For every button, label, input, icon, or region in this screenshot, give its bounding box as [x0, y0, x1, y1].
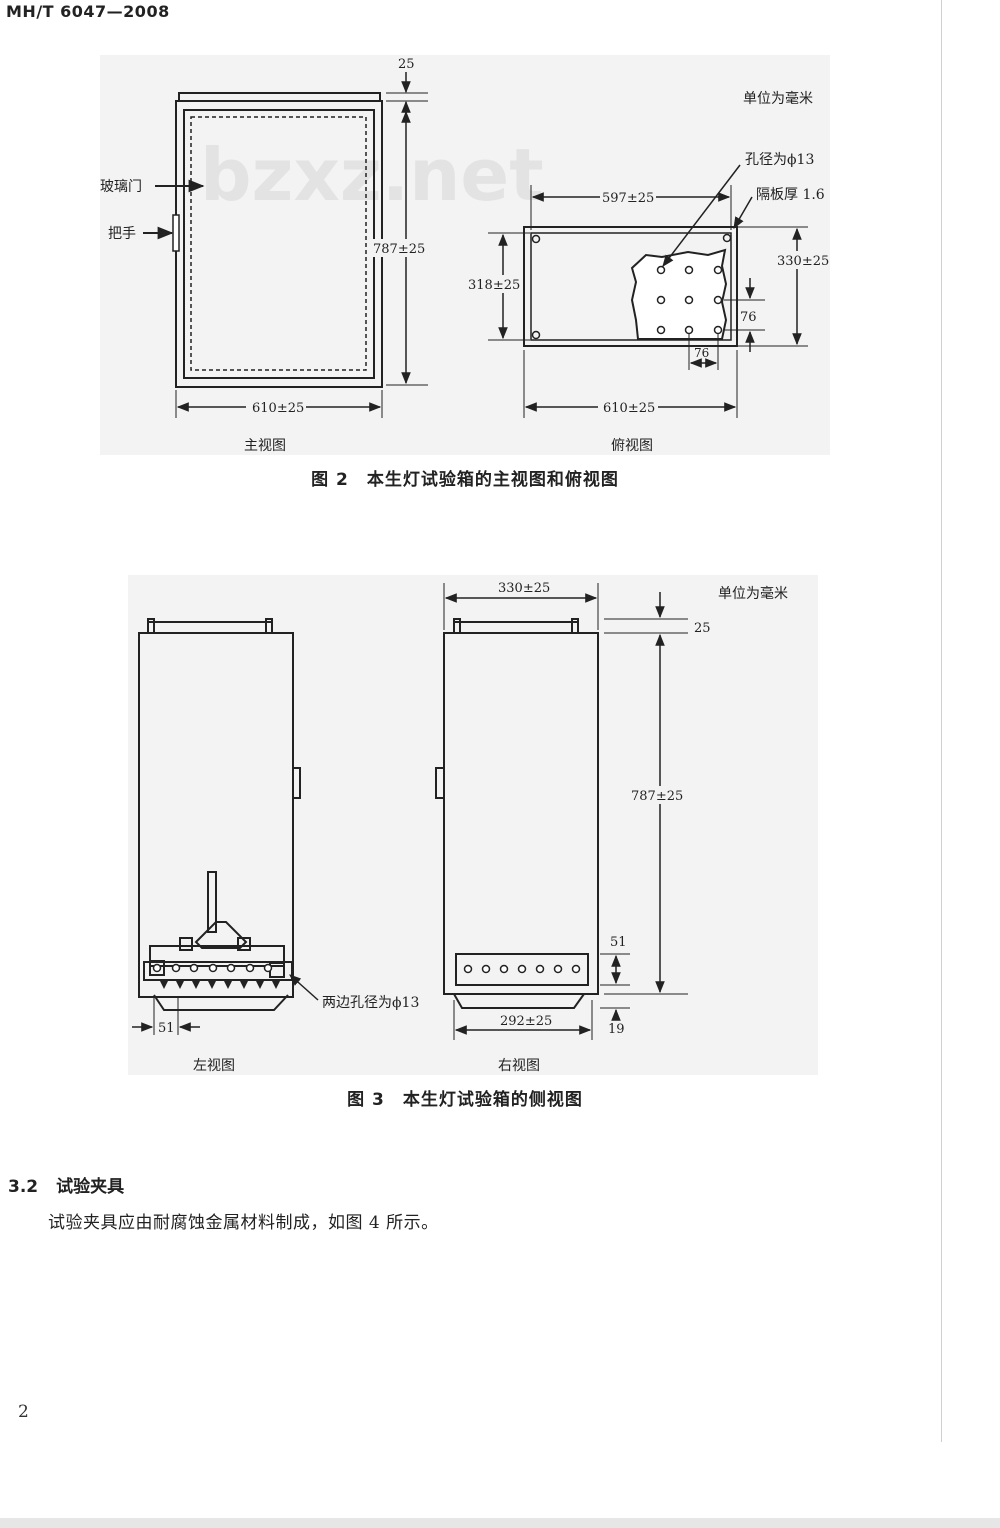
front-dim-width: 610±25 [252, 401, 304, 416]
fig3-unit-note: 单位为毫米 [718, 585, 788, 602]
top-dim-pitch-horizontal: 76 [694, 346, 709, 360]
left-view-label: 左视图 [193, 1058, 235, 1074]
right-view-drawing [435, 618, 599, 1009]
section-body-text: 试验夹具应由耐腐蚀金属材料制成，如图 4 所示。 [48, 1213, 439, 1233]
page-number: 2 [18, 1402, 29, 1422]
figure-2: bzxz.net 玻璃门 把手 25 787±25 610±25 主视图 单位为… [100, 55, 830, 455]
top-dim-pitch-vertical: 76 [740, 310, 757, 325]
top-dim-inner-depth: 318±25 [468, 278, 520, 293]
figure-2-caption: 图 2 本生灯试验箱的主视图和俯视图 [311, 470, 619, 490]
right-view-label: 右视图 [498, 1058, 540, 1074]
left-view-drawing [138, 618, 301, 1011]
right-dim-top: 25 [694, 621, 711, 636]
watermark: bzxz.net [200, 133, 544, 217]
left-dim-51: 51 [158, 1021, 175, 1036]
handle-shape [172, 214, 180, 252]
standard-id-header: MH/T 6047—2008 [6, 2, 170, 21]
figure-3-background [128, 575, 818, 1075]
figure-3-caption: 图 3 本生灯试验箱的侧视图 [347, 1090, 583, 1110]
both-sides-hole-label: 两边孔径为ϕ13 [322, 995, 419, 1011]
section-number: 3.2 [8, 1177, 39, 1197]
front-dim-height: 787±25 [373, 242, 425, 257]
top-dim-width: 610±25 [603, 401, 655, 416]
partition-thickness-label: 隔板厚 1.6 [756, 187, 825, 203]
right-dim-51: 51 [610, 935, 627, 950]
front-view-label: 主视图 [244, 438, 286, 454]
section-title: 试验夹具 [56, 1177, 125, 1197]
page-right-border [941, 0, 942, 1442]
top-view-label: 俯视图 [611, 438, 653, 454]
right-dim-height: 787±25 [631, 789, 683, 804]
right-dim-19: 19 [608, 1022, 625, 1037]
handle-label: 把手 [108, 226, 136, 242]
hole-diameter-label: 孔径为ϕ13 [745, 152, 814, 168]
front-dim-top: 25 [398, 57, 415, 72]
right-dim-top-width: 330±25 [498, 581, 550, 596]
top-dim-inner-width: 597±25 [602, 191, 654, 206]
top-view-drawing [523, 226, 738, 347]
section-heading: 3.2 试验夹具 [8, 1172, 124, 1197]
fig2-unit-note: 单位为毫米 [743, 90, 813, 107]
page-bottom-band [0, 1518, 1000, 1528]
glass-door-label: 玻璃门 [100, 178, 142, 195]
right-dim-bottom-width: 292±25 [500, 1014, 552, 1029]
figure-3: 两边孔径为ϕ13 51 左视图 330±25 单位为毫米 25 787±25 5… [128, 575, 818, 1075]
top-dim-outer-depth: 330±25 [777, 254, 829, 269]
